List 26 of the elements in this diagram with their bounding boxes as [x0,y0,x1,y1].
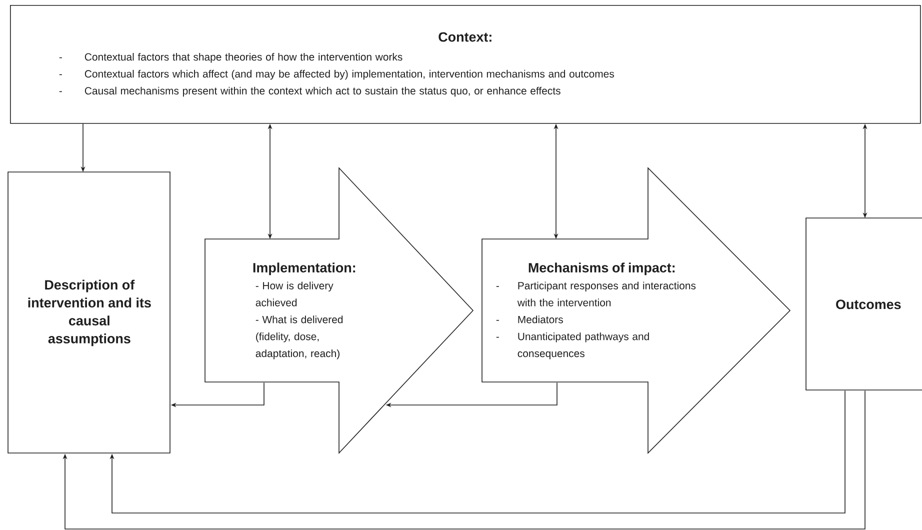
bullet-dash: - [496,336,499,338]
bullet-dash: - [496,286,499,287]
box-title: Description of intervention and its causal assumptions [28,280,151,346]
list-item: - What is delivered (fidelity, dose, adaptation, reach) [256,316,343,360]
bullet-text: Contextual factors that shape theories of how the intervention works [84,52,402,63]
bullet-dash: - [496,320,499,321]
process-box [806,218,922,390]
arrow [62,390,866,530]
arrow-shaped-box [482,167,791,454]
box-title: Outcomes [836,300,901,310]
heading: Context: [438,32,492,42]
bullet-text: Contextual factors which affect (and may be affected by) implementation, intervention mechanisms and outcomes [84,70,614,80]
bullet-dash: - [59,74,62,76]
bullet-text: Unanticipated pathways and consequences [518,332,649,360]
bullet-dash: - [59,57,62,58]
arrow-shaped-box [204,166,474,454]
arrow [110,390,846,514]
list-item: - How is delivery achieved [256,282,334,306]
context-box [10,5,921,124]
bullet-dash: - [59,91,62,92]
heading: Mechanisms of impact: [528,262,675,276]
bullet-text: Mediators [518,316,563,324]
process-box [8,172,170,454]
heading: Implementation: [253,262,356,276]
bullet-text: Causal mechanisms present within the context which act to sustain the status quo, or enhance effects [84,86,560,97]
bullet-text: Participant responses and interactions with the intervention [517,282,696,306]
